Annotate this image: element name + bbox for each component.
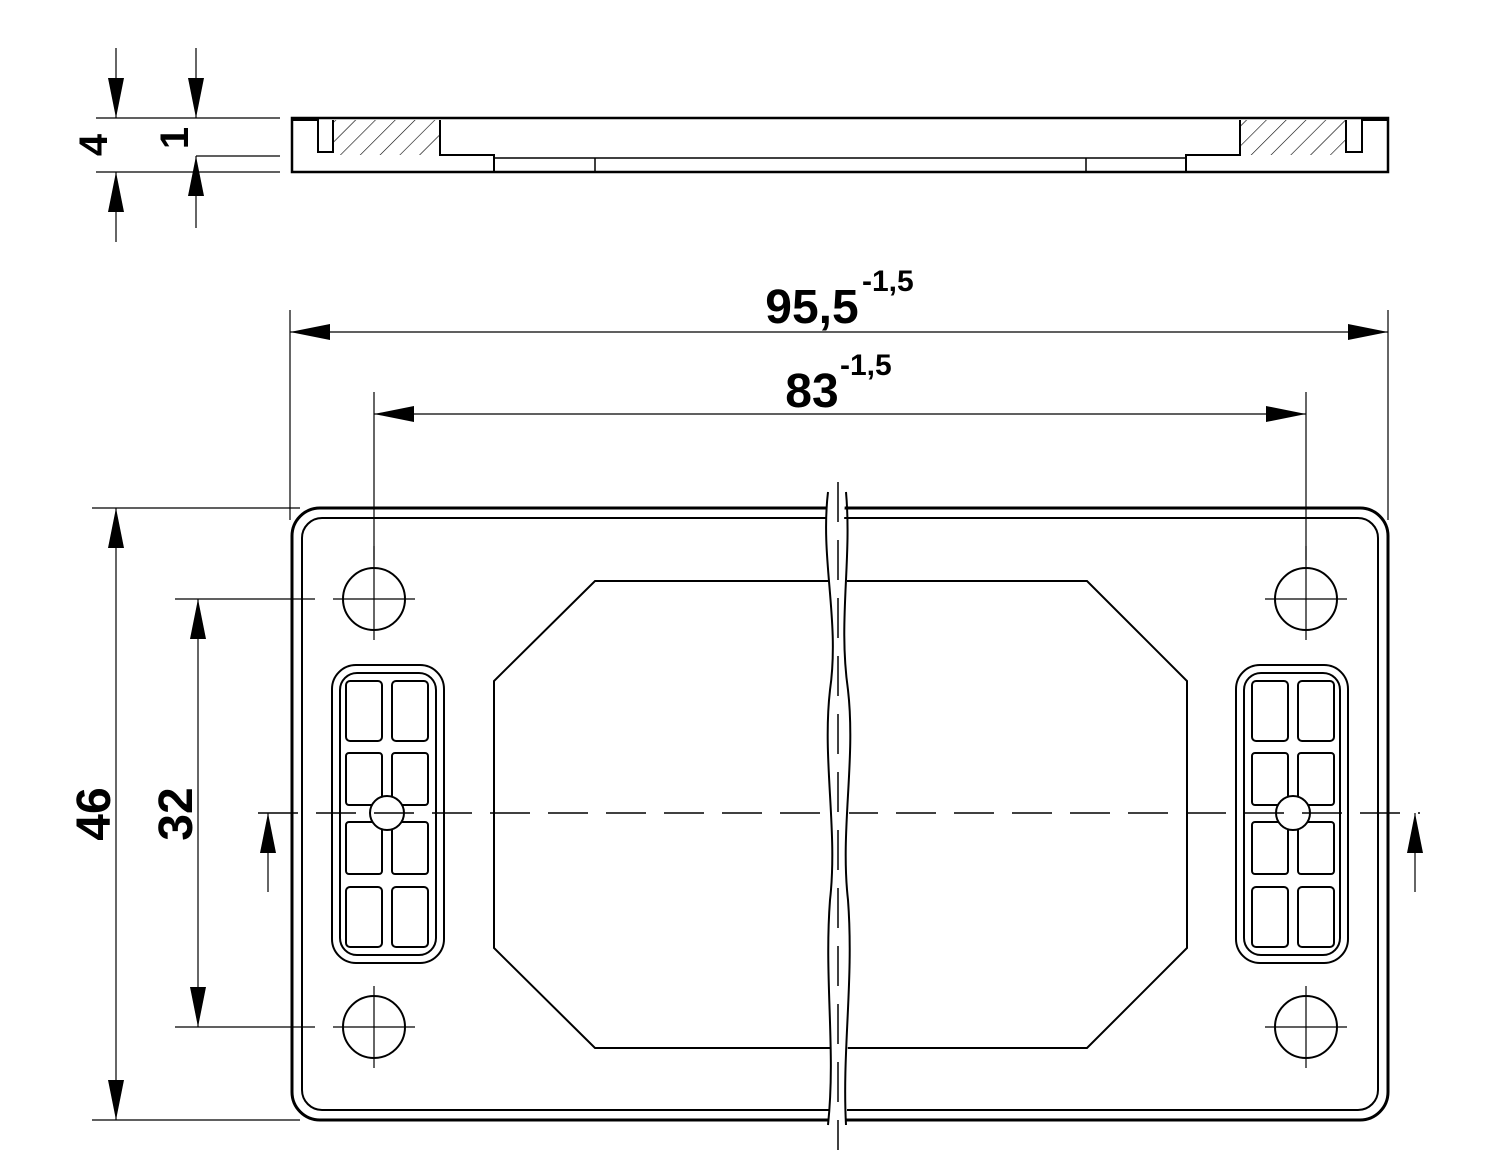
mounting-holes [333,546,1347,1068]
step-depth-label: 1 [153,127,197,149]
thickness-label: 4 [72,133,116,156]
break-symbol [825,482,852,1150]
hole-spacing-length-dimension: 83 -1,5 [373,349,1307,560]
overall-width-value: 46 [68,787,121,840]
side-view: 4 1 [72,48,1390,242]
side-section-hatch-right [1240,120,1346,155]
hole-spacing-length-tolerance: -1,5 [840,349,892,382]
step-depth-dimension: 1 [153,48,280,228]
grid-insert-right [1235,664,1349,964]
overall-length-dimension: 95,5 -1,5 [289,265,1389,520]
grid-insert-left [331,664,445,964]
hole-spacing-length-value: 83 [785,365,838,418]
hole-spacing-width-dimension: 32 [150,598,315,1028]
top-view: 95,5 -1,5 83 -1,5 46 32 [68,265,1423,1150]
octagonal-cutout [493,580,1188,1049]
overall-width-dimension: 46 [68,507,300,1121]
side-profile-groove-left [292,119,495,172]
side-profile-groove-right [1185,119,1388,172]
hole-spacing-width-value: 32 [150,787,203,840]
overall-length-value: 95,5 [765,281,858,334]
svg-text:95,5: 95,5 [765,281,858,334]
side-profile-outline [290,116,1390,174]
section-arrows [260,813,1423,892]
side-section-hatch-left [333,120,440,155]
overall-length-tolerance: -1,5 [862,265,914,298]
